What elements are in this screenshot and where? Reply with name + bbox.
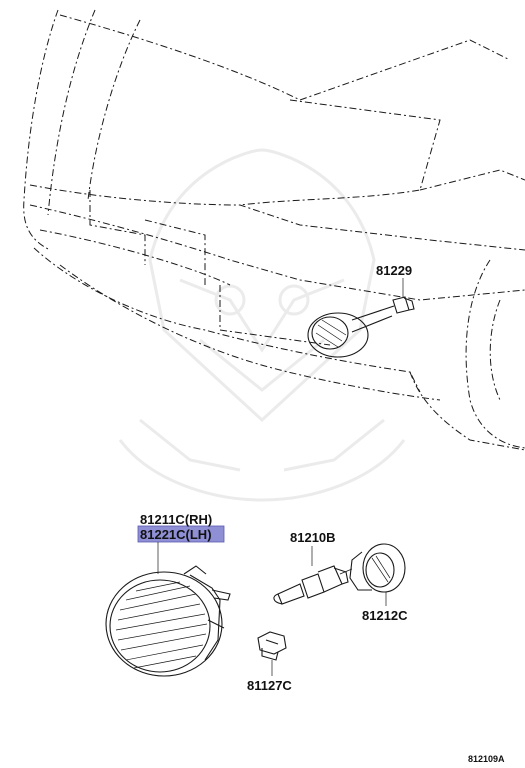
diagram-reference-code: 812109A xyxy=(468,754,505,764)
installed-fog-lamp-icon xyxy=(307,305,395,358)
part-label-81229: 81229 xyxy=(376,263,412,278)
part-highlight-box xyxy=(137,525,225,543)
fog-lamp-unit-icon xyxy=(105,565,231,677)
watermark-emblem-icon xyxy=(118,148,406,502)
part-label-81211C-rh: 81211C(RH) xyxy=(140,512,212,527)
vehicle-front-outline xyxy=(23,9,525,451)
lamp-socket-icon xyxy=(349,543,406,593)
part-label-81210B: 81210B xyxy=(290,530,336,545)
part-label-81127C: 81127C xyxy=(247,678,292,693)
part-label-81221C-lh: 81221C(LH) xyxy=(140,527,212,542)
fog-lamp-bulb-icon xyxy=(273,565,353,605)
part-label-81212C: 81212C xyxy=(362,608,408,623)
clip-81229-icon xyxy=(392,278,415,314)
screw-grommet-icon xyxy=(257,631,287,661)
